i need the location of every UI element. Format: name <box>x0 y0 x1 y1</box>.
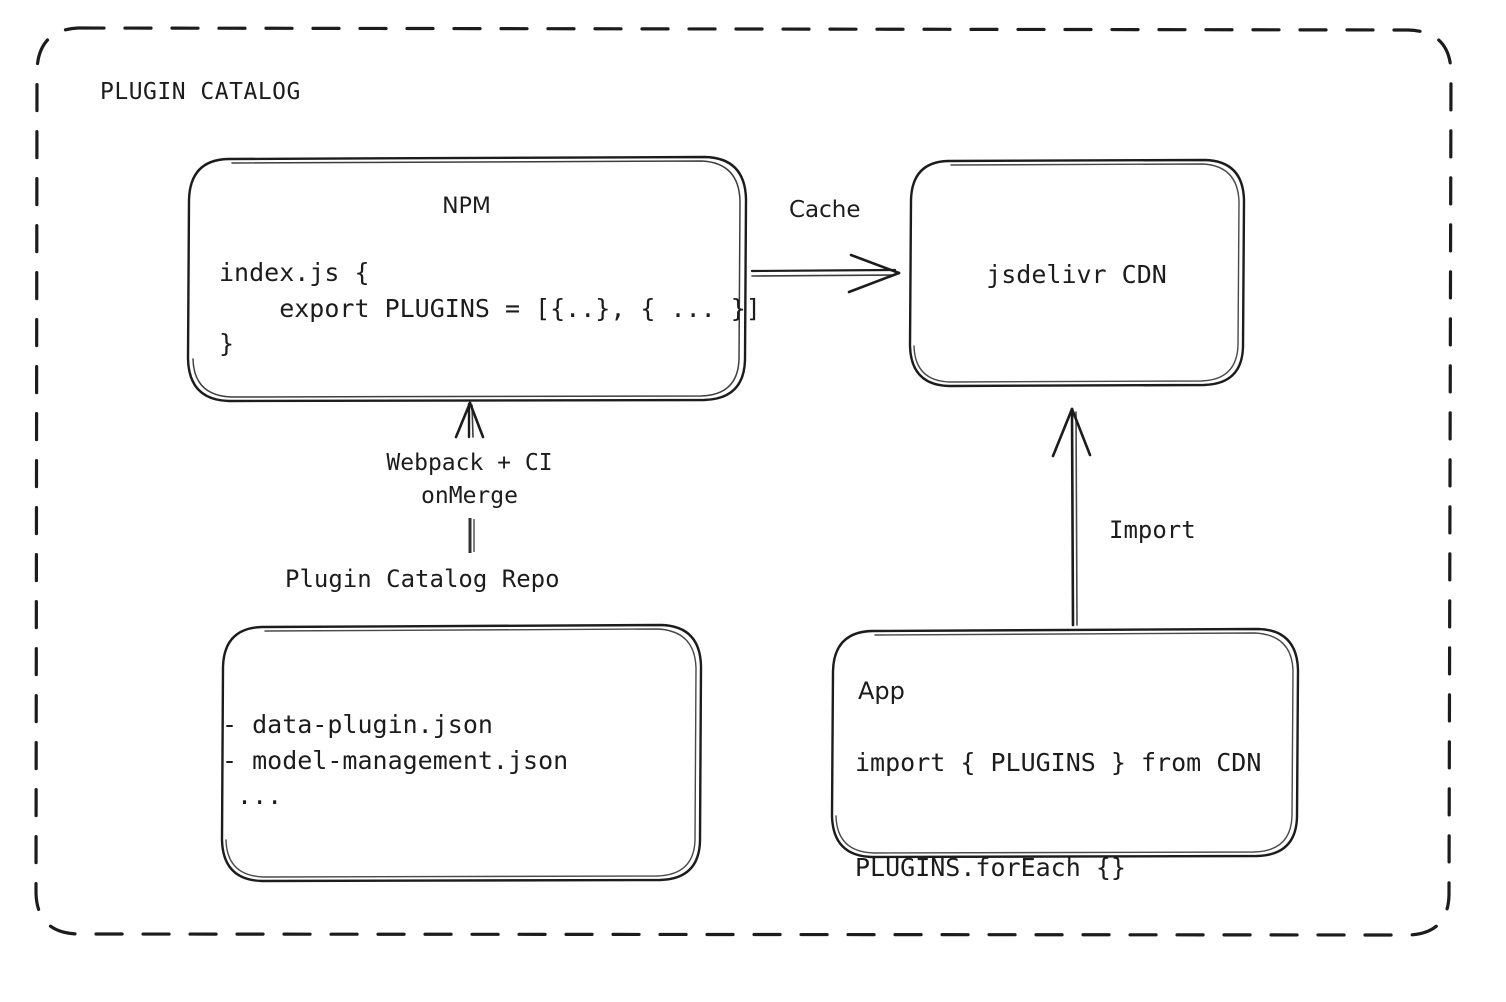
import-arrow <box>1051 407 1092 627</box>
cdn-node-title: jsdelivr CDN <box>986 260 1167 289</box>
container-title: PLUGIN CATALOG <box>100 79 301 105</box>
repo-node-caption: Plugin Catalog Repo <box>285 565 560 593</box>
build-edge-label: Webpack + CI onMerge <box>386 450 553 509</box>
npm-node-title: NPM <box>442 194 491 219</box>
cache-edge-label: Cache <box>789 197 861 223</box>
app-node-title: App <box>858 677 905 705</box>
cache-arrow <box>750 253 901 294</box>
npm-node-code: index.js { export PLUGINS = [{..}, { ...… <box>219 258 761 358</box>
import-edge-label: Import <box>1109 516 1196 544</box>
app-node-code: import { PLUGINS } from CDN PLUGINS.forE… <box>855 748 1262 882</box>
repo-node-code: - data-plugin.json - model-management.js… <box>222 710 569 810</box>
